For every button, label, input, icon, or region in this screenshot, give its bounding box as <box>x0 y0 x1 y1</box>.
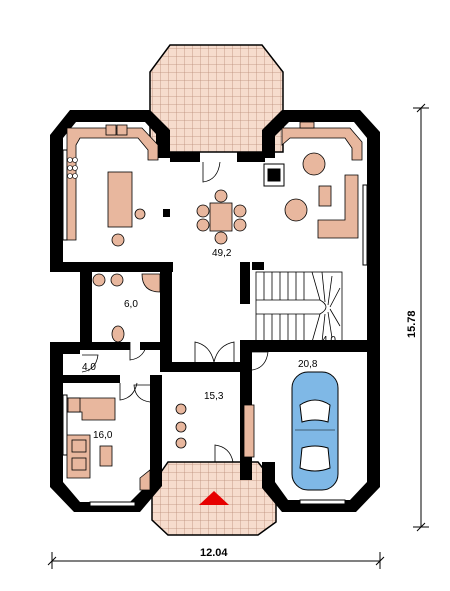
dining-set <box>196 189 247 245</box>
living-furniture <box>281 121 363 239</box>
bathroom-fixtures <box>92 273 161 343</box>
room-area-stair-landing: 4,0 <box>322 335 336 346</box>
fireplace <box>263 163 285 187</box>
bedroom-furniture <box>66 397 151 491</box>
kitchen <box>66 124 159 247</box>
room-area-small-room: 4,0 <box>82 362 96 373</box>
doors <box>81 161 269 463</box>
width-dimension <box>47 552 385 569</box>
stove <box>67 157 78 179</box>
room-area-hall: 15,3 <box>204 391 224 402</box>
red-triangle-entry-icon <box>199 491 229 505</box>
depth-dimension-label: 15.78 <box>406 310 418 338</box>
room-area-garage: 20,8 <box>298 359 318 370</box>
room-area-bedroom: 16,0 <box>93 430 113 441</box>
depth-dimension <box>413 103 429 532</box>
hall-furniture <box>175 403 255 458</box>
windows <box>62 149 368 507</box>
interior-walls <box>63 262 264 465</box>
outer-walls <box>50 110 380 512</box>
staircase <box>255 271 343 343</box>
top-terrace <box>149 44 284 153</box>
width-dimension-label: 12.04 <box>200 547 228 559</box>
room-area-living: 49,2 <box>212 248 232 259</box>
car <box>291 371 339 491</box>
room-area-bathroom: 6,0 <box>124 299 138 310</box>
kitchen-column <box>163 209 170 217</box>
